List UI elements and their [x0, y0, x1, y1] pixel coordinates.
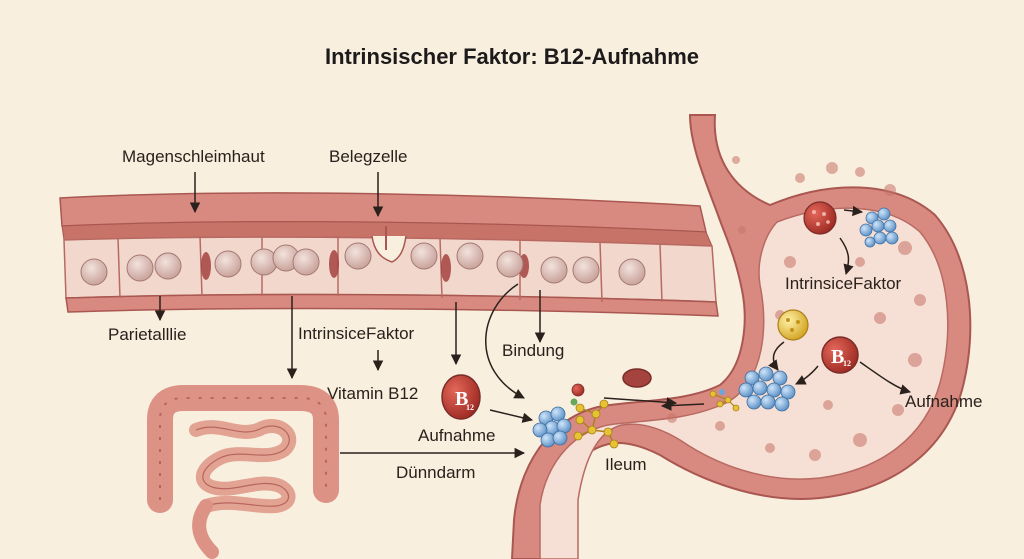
b12-badge-stomach: B 12 [821, 336, 859, 374]
stomach-illustration [510, 114, 972, 559]
b12-badge-center-sub: 12 [466, 403, 474, 412]
molecules [532, 201, 899, 449]
label-small-intestine: Dünndarm [396, 463, 476, 482]
label-gastric-mucosa: Magenschleimhaut [122, 147, 265, 166]
label-intrinsic-factor-center: IntrinsiceFaktor [298, 324, 415, 343]
label-intrinsic-factor-stomach: IntrinsiceFaktor [785, 274, 902, 293]
b12-badge-center: B 12 [441, 374, 481, 420]
arrows [154, 172, 912, 459]
label-vitamin-b12: Vitamin B12 [327, 384, 419, 403]
label-uptake-right: Aufnahme [905, 392, 983, 411]
label-uptake-center: Aufnahme [418, 426, 496, 445]
b12-badge-center-letter: B [455, 388, 468, 410]
label-ileum: Ileum [605, 455, 647, 474]
label-binding: Bindung [502, 341, 565, 360]
intestine-illustration [147, 385, 339, 559]
gastric-mucosa-section [59, 192, 719, 317]
label-parietal-cell-bottom: Parietalllie [108, 325, 187, 344]
page-title: Intrinsischer Faktor: B12-Aufnahme [324, 44, 700, 69]
label-parietal-cell-top: Belegzelle [329, 147, 408, 166]
b12-badge-stomach-sub: 12 [843, 359, 851, 368]
b12-badge-stomach-letter: B [831, 346, 844, 368]
